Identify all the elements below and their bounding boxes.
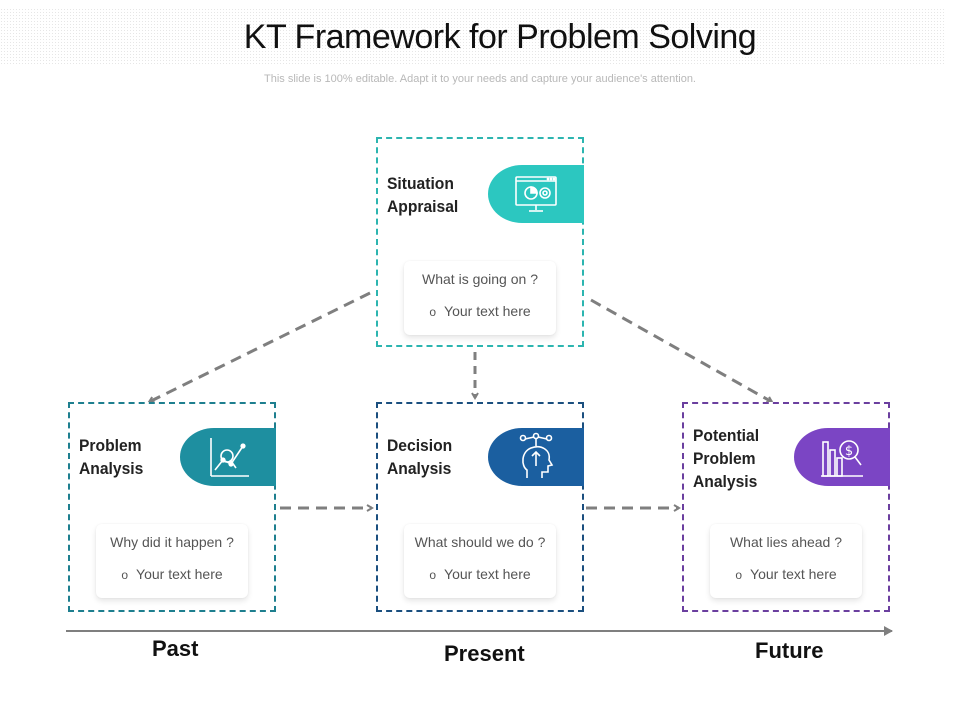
- box-title: Problem Analysis: [79, 436, 144, 478]
- head-network-icon: [519, 432, 554, 478]
- box-title: Potential Problem Analysis: [693, 426, 760, 491]
- situation-question: What is going on ?: [422, 271, 538, 287]
- timeline-label-past: Past: [152, 636, 199, 661]
- monitor-chart-icon: [515, 176, 557, 212]
- box-situation-appraisal: Situation Appraisal What is going on ? o…: [376, 137, 584, 347]
- problem-question: Why did it happen ?: [110, 534, 234, 550]
- title-band: [0, 8, 945, 66]
- page-title: KT Framework for Problem Solving: [243, 18, 757, 56]
- bar-chart-dollar-magnifier-icon: $: [821, 440, 863, 477]
- tab-problem: [180, 428, 276, 486]
- arrow-situation-to-potential: [590, 298, 774, 404]
- svg-text:$: $: [845, 444, 853, 459]
- arrow-situation-to-problem: [147, 291, 371, 404]
- timeline-label-present: Present: [444, 641, 525, 666]
- page-subtitle: This slide is 100% editable. Adapt it to…: [264, 73, 696, 85]
- tab-situation: [488, 165, 584, 223]
- tab-potential: $: [794, 428, 890, 486]
- box-potential-problem-analysis: Potential Problem Analysis $ What lies a…: [682, 402, 890, 612]
- potential-question: What lies ahead ?: [729, 534, 843, 550]
- decision-question: What should we do ?: [414, 534, 546, 550]
- timeline-label-future: Future: [755, 638, 824, 663]
- box-title: Situation Appraisal: [387, 174, 459, 216]
- tab-decision: [488, 428, 584, 486]
- box-title: Decision Analysis: [387, 436, 453, 478]
- line-chart-magnifier-icon: [210, 438, 249, 477]
